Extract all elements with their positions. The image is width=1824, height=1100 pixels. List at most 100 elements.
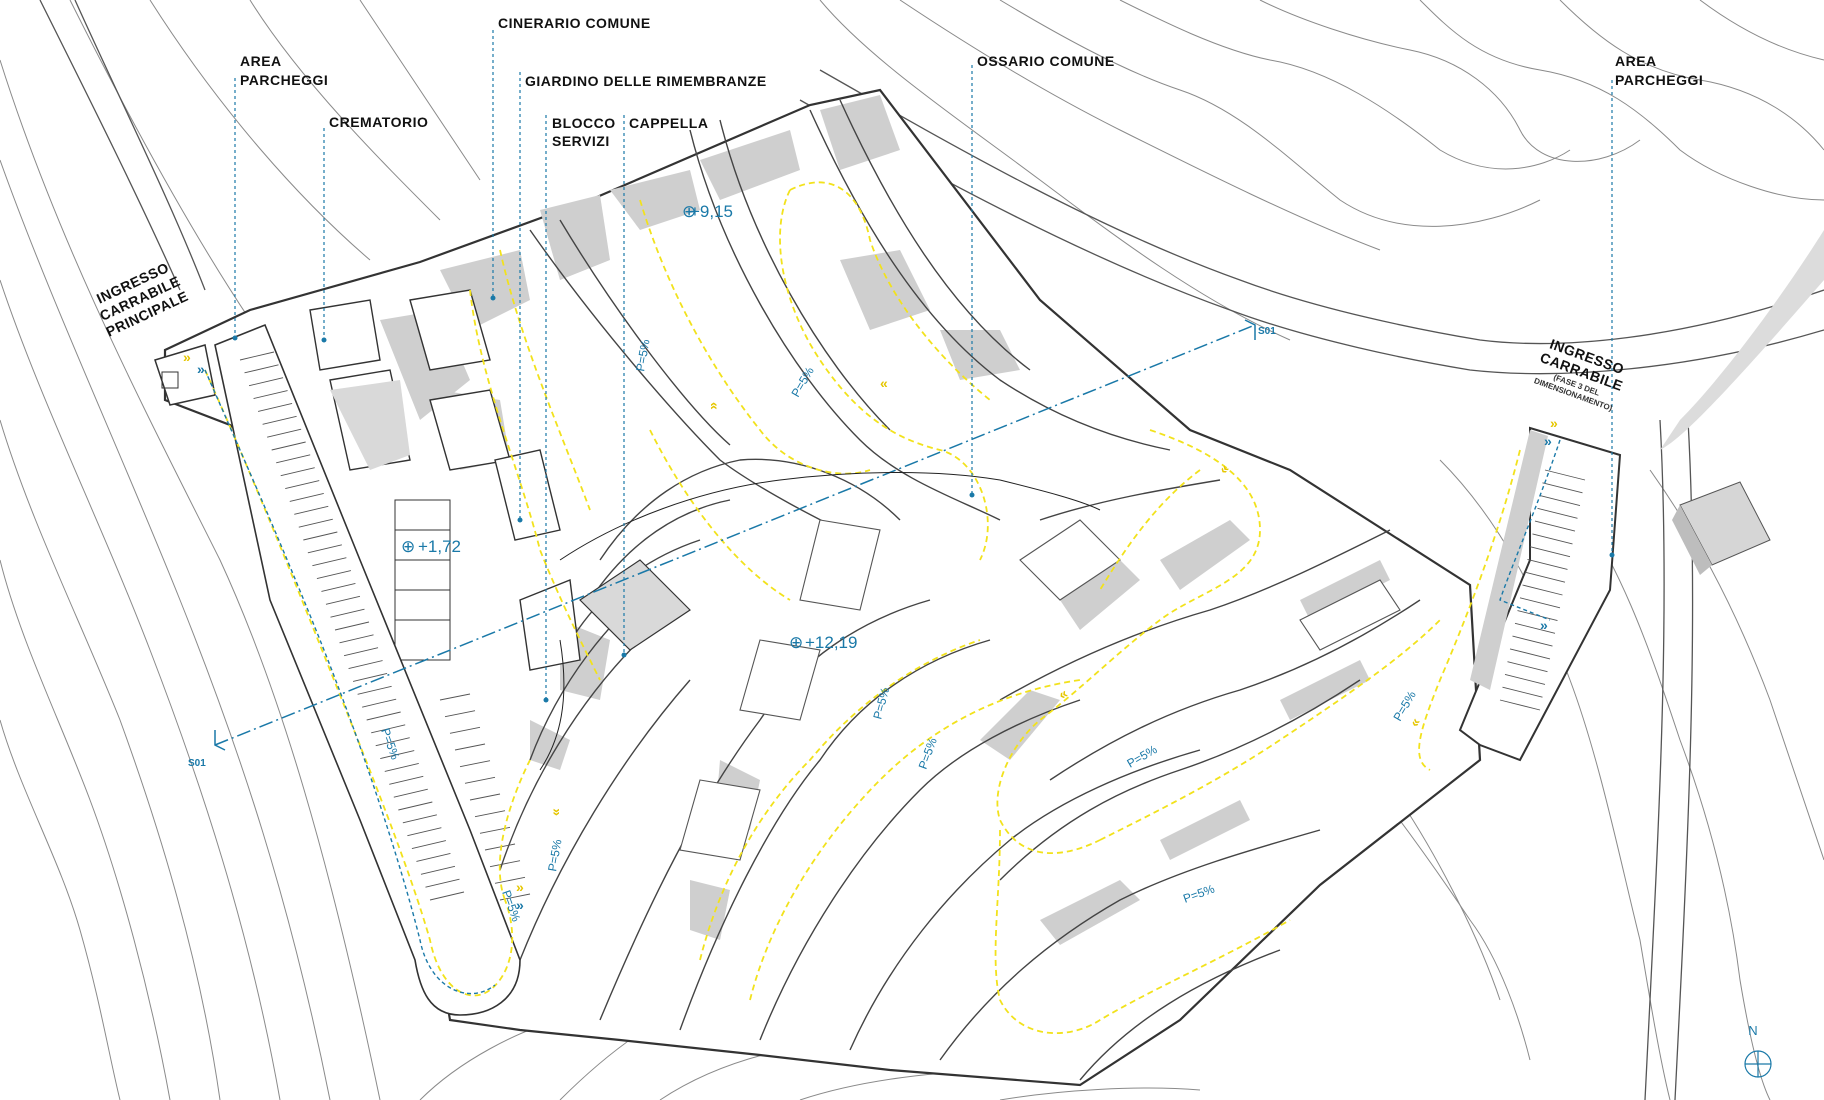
leader-dots bbox=[232, 295, 1615, 703]
parking-stall-line bbox=[1529, 546, 1571, 558]
svg-text:»: » bbox=[516, 897, 524, 913]
parking-stall-line bbox=[1539, 495, 1581, 506]
accessible-parking bbox=[394, 499, 451, 661]
platforms bbox=[679, 519, 1401, 861]
label-giardino: GIARDINO DELLE RIMEMBRANZE bbox=[525, 73, 767, 89]
parking-stall-line bbox=[362, 698, 397, 708]
section-label-east: S01 bbox=[1258, 326, 1276, 337]
east-parking-area bbox=[1458, 426, 1622, 762]
parking-stall-line bbox=[464, 776, 496, 784]
parking-stall-line bbox=[248, 377, 284, 387]
walkway-lines bbox=[539, 472, 1101, 771]
parking-stall-line bbox=[449, 726, 481, 734]
parking-stall-line bbox=[1534, 520, 1576, 532]
parking-stall-line bbox=[407, 827, 442, 837]
parking-stall-line bbox=[489, 860, 521, 868]
parking-stalls-mid bbox=[439, 693, 531, 901]
svg-text:⊕: ⊕ bbox=[682, 202, 696, 221]
parking-stall-line bbox=[1509, 648, 1551, 660]
parking-stall-line bbox=[253, 390, 288, 400]
parking-stall-line bbox=[1532, 533, 1573, 545]
north-compass: N bbox=[1744, 1023, 1772, 1078]
parking-stall-line bbox=[285, 480, 320, 490]
section-label-west: S01 bbox=[188, 758, 206, 769]
section-mark-west bbox=[214, 730, 226, 751]
gate-booth bbox=[161, 371, 179, 389]
parking-stall-line bbox=[267, 428, 302, 438]
pedestrian-paths bbox=[204, 181, 1521, 1035]
parking-stall-line bbox=[262, 415, 297, 425]
parking-stall-line bbox=[312, 557, 347, 567]
parking-stall-line bbox=[307, 544, 342, 554]
slope-label: P=5% bbox=[545, 838, 564, 873]
parking-stall-line bbox=[280, 467, 315, 477]
parking-stall-line bbox=[276, 454, 311, 464]
parking-stall-line bbox=[334, 621, 370, 631]
vehicle-routes bbox=[204, 369, 1561, 995]
parking-stall-line bbox=[371, 724, 406, 734]
parking-stall-line bbox=[1544, 469, 1586, 481]
svg-text:⊕: ⊕ bbox=[789, 633, 803, 652]
parking-stall-line bbox=[271, 441, 306, 451]
east-parking-shadow bbox=[1470, 430, 1548, 690]
parking-stall-line bbox=[375, 737, 410, 747]
parking-stall-line bbox=[398, 801, 433, 811]
parking-stall-line bbox=[1527, 559, 1568, 570]
svg-text:«: « bbox=[547, 808, 563, 816]
parking-stall-line bbox=[444, 710, 476, 718]
parking-stall-line bbox=[1502, 686, 1543, 698]
elevation-marker-1: ⊕ +9,15 bbox=[682, 202, 733, 221]
parking-stalls-east bbox=[1499, 469, 1586, 711]
parking-stall-line bbox=[411, 840, 447, 850]
parking-stall-line bbox=[420, 865, 456, 875]
parking-stall-line bbox=[439, 693, 471, 701]
parking-stall-line bbox=[348, 660, 383, 670]
parking-stall-line bbox=[294, 505, 329, 515]
crematorio-roof-shadow bbox=[330, 380, 410, 470]
parking-stall-line bbox=[339, 634, 374, 644]
parking-stall-line bbox=[384, 762, 419, 772]
label-crematorio: CREMATORIO bbox=[329, 114, 428, 130]
parking-stall-line bbox=[244, 364, 279, 374]
label-blocco-servizi: BLOCCO bbox=[552, 115, 616, 131]
parking-stall-line bbox=[257, 402, 293, 412]
parking-stall-line bbox=[1507, 661, 1548, 673]
label-leaders bbox=[234, 30, 1613, 700]
svg-text:+1,72: +1,72 bbox=[418, 537, 461, 556]
label-area-parcheggi-west: AREA bbox=[240, 53, 282, 69]
west-parking-strip bbox=[214, 323, 521, 1016]
parking-stall-line bbox=[380, 750, 415, 760]
parking-stall-line bbox=[303, 531, 338, 541]
vehicle-chevrons: » » » » bbox=[197, 361, 1552, 913]
svg-text:«: « bbox=[707, 402, 723, 410]
parking-stall-line bbox=[389, 775, 424, 785]
parking-stall-line bbox=[321, 582, 356, 592]
label-area-parcheggi-east: AREA bbox=[1615, 53, 1657, 69]
svg-text:⊕: ⊕ bbox=[401, 537, 415, 556]
svg-text:«: « bbox=[880, 375, 888, 391]
parking-stall-line bbox=[484, 843, 516, 851]
parking-stall-line bbox=[343, 647, 379, 657]
elevation-marker-2: ⊕ +12,19 bbox=[789, 633, 857, 652]
svg-text:»: » bbox=[516, 879, 524, 895]
parking-stall-line bbox=[393, 788, 428, 798]
parking-stall-line bbox=[1537, 507, 1578, 519]
parking-stall-line bbox=[352, 672, 388, 682]
parking-stall-line bbox=[402, 814, 437, 824]
parking-stall-line bbox=[316, 570, 352, 580]
parking-stall-line bbox=[357, 685, 392, 695]
svg-text:N: N bbox=[1748, 1023, 1757, 1038]
parking-stall-line bbox=[1519, 597, 1561, 609]
parking-stall-line bbox=[1504, 674, 1546, 685]
svg-text:+9,15: +9,15 bbox=[690, 202, 733, 221]
parking-stall-line bbox=[366, 711, 401, 721]
svg-text:»: » bbox=[1550, 415, 1558, 431]
label-ossario-comune: OSSARIO COMUNE bbox=[977, 53, 1115, 69]
west-entrance-gate bbox=[154, 344, 216, 406]
label-blocco-servizi-2: SERVIZI bbox=[552, 133, 610, 149]
parking-stall-line bbox=[1512, 635, 1553, 647]
parking-stall-line bbox=[454, 743, 486, 751]
parking-stall-line bbox=[289, 492, 324, 502]
parking-stall-line bbox=[469, 793, 501, 801]
